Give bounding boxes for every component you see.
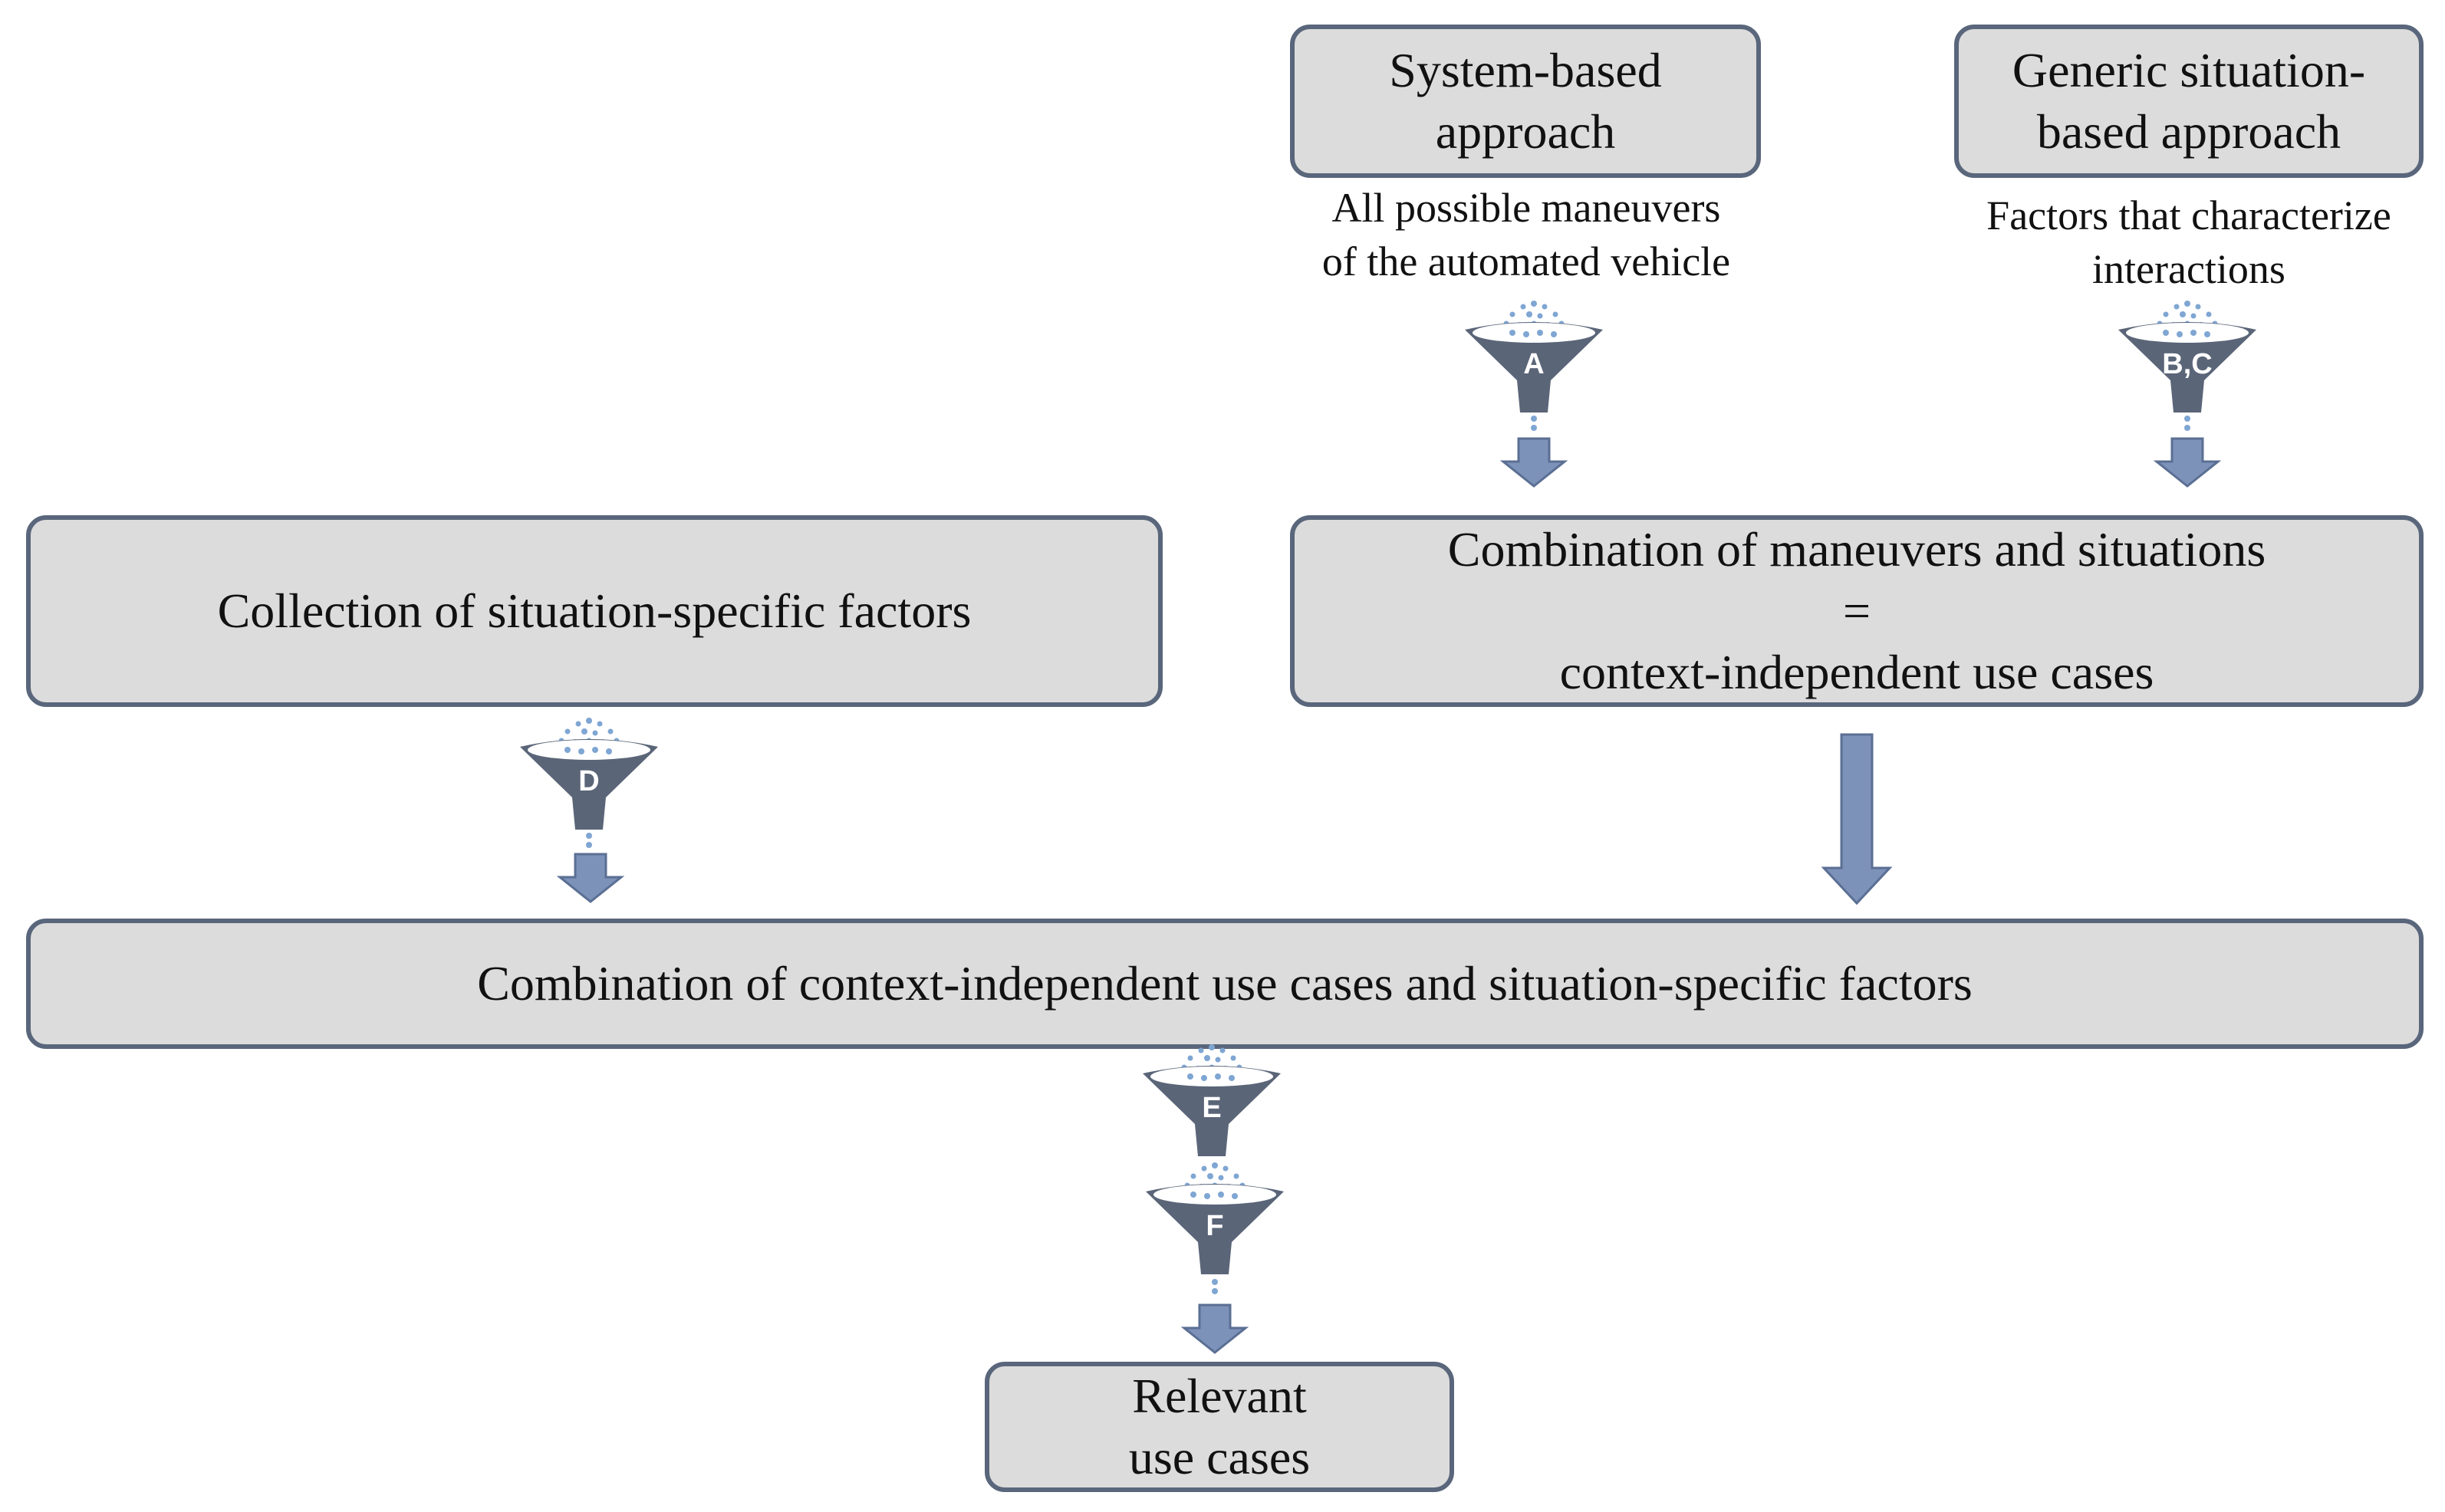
generic-box-line1: Generic situation- xyxy=(2012,43,2366,97)
filter-funnel-icon xyxy=(2118,301,2256,431)
generic-approach-note: Factors that characterize interactions xyxy=(1917,189,2445,296)
down-arrow-icon xyxy=(1821,733,1893,906)
system-box-line2: approach xyxy=(1435,104,1616,159)
collection-box-text: Collection of situation-specific factors xyxy=(217,583,972,638)
filter-a-label: A xyxy=(1523,348,1545,380)
combo1-line2: = xyxy=(1842,583,1871,638)
filter-funnel-icon xyxy=(1143,1044,1281,1156)
combo2-box-text: Combination of context-independent use c… xyxy=(477,956,1973,1011)
relevant-box-line1: Relevant xyxy=(1132,1369,1307,1423)
filter-e-label: E xyxy=(1202,1092,1222,1124)
filter-funnel-icon xyxy=(1146,1162,1284,1294)
filter-d-label: D xyxy=(578,765,600,797)
filter-funnel-icon xyxy=(520,718,658,848)
system-note-line2: of the automated vehicle xyxy=(1321,238,1731,284)
collection-situation-factors-box: Collection of situation-specific factors xyxy=(26,515,1163,707)
combo1-line3: context-independent use cases xyxy=(1559,645,2154,699)
relevant-use-cases-box: Relevant use cases xyxy=(985,1362,1454,1492)
generic-situation-approach-box: Generic situation- based approach xyxy=(1954,25,2424,178)
system-box-line1: System-based xyxy=(1389,43,1662,97)
context-independent-use-cases-box: Combination of maneuvers and situations … xyxy=(1290,515,2424,707)
generic-box-line2: based approach xyxy=(2036,104,2341,159)
filter-bc-label: B,C xyxy=(2162,348,2213,380)
relevant-box-line2: use cases xyxy=(1128,1430,1311,1484)
generic-note-line1: Factors that characterize xyxy=(1986,192,2391,238)
down-arrow-icon xyxy=(2154,437,2221,488)
combo1-line1: Combination of maneuvers and situations xyxy=(1447,522,2266,577)
down-arrow-icon xyxy=(1181,1303,1249,1354)
combined-use-cases-box: Combination of context-independent use c… xyxy=(26,919,2424,1049)
filter-funnel-icon xyxy=(1465,301,1603,431)
system-approach-note: All possible maneuvers of the automated … xyxy=(1242,181,1810,288)
down-arrow-icon xyxy=(557,853,624,903)
system-note-line1: All possible maneuvers xyxy=(1331,185,1721,231)
filter-f-label: F xyxy=(1206,1210,1224,1242)
system-based-approach-box: System-based approach xyxy=(1290,25,1761,178)
generic-note-line2: interactions xyxy=(2092,246,2285,292)
down-arrow-icon xyxy=(1500,437,1568,488)
